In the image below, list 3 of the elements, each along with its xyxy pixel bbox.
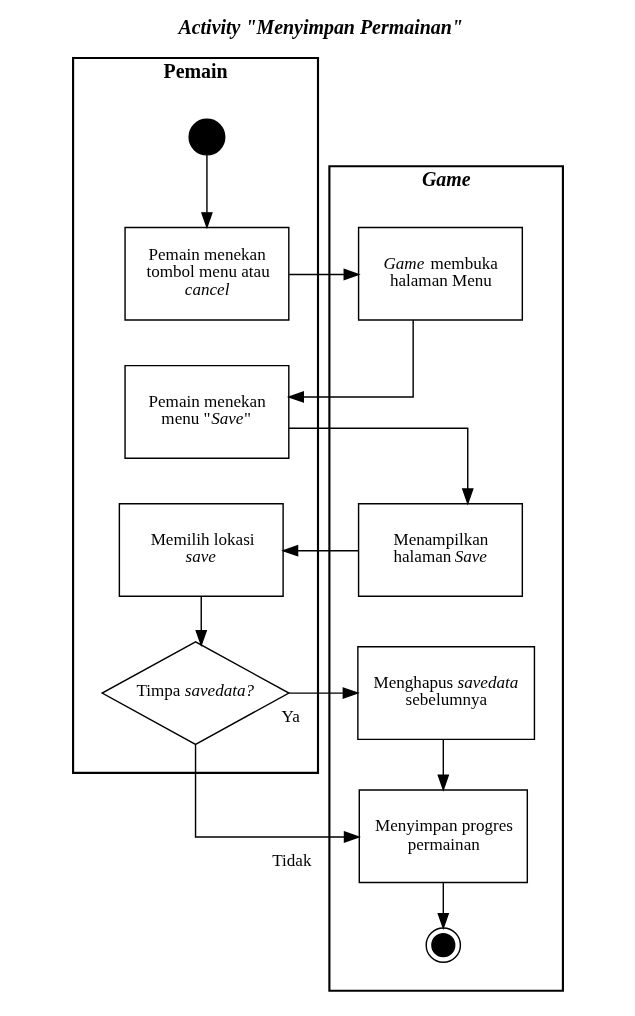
edge-label: Tidak [271, 850, 311, 870]
diagram-title: Activity "Menyimpan Permainan" [177, 16, 463, 39]
edge-label: Ya [281, 706, 300, 726]
